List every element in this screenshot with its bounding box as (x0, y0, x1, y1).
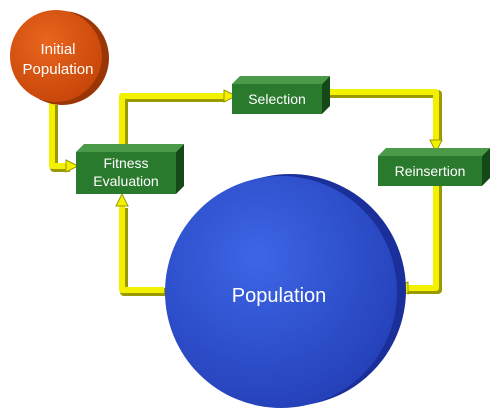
initial-population-node: Initial Population (10, 10, 109, 105)
selection-label: Selection (248, 91, 306, 107)
arrow-population-to-fitness (115, 192, 166, 296)
fitness-evaluation-label-line1: Fitness (103, 155, 148, 171)
initial-population-label-line2: Population (23, 61, 94, 78)
reinsertion-node: Reinsertion (378, 148, 490, 186)
reinsertion-label: Reinsertion (395, 163, 466, 179)
population-label: Population (232, 285, 327, 307)
arrow-selection-to-reinsertion (318, 89, 443, 154)
selection-node: Selection (232, 76, 330, 114)
arrow-initial-to-fitness (49, 103, 80, 173)
flow-arrows (49, 89, 443, 296)
fitness-evaluation-node: Fitness Evaluation (76, 144, 184, 194)
fitness-evaluation-label-line2: Evaluation (93, 173, 158, 189)
population-node: Population (165, 174, 406, 408)
arrow-fitness-to-selection (119, 89, 238, 148)
initial-population-label-line1: Initial (40, 41, 75, 58)
